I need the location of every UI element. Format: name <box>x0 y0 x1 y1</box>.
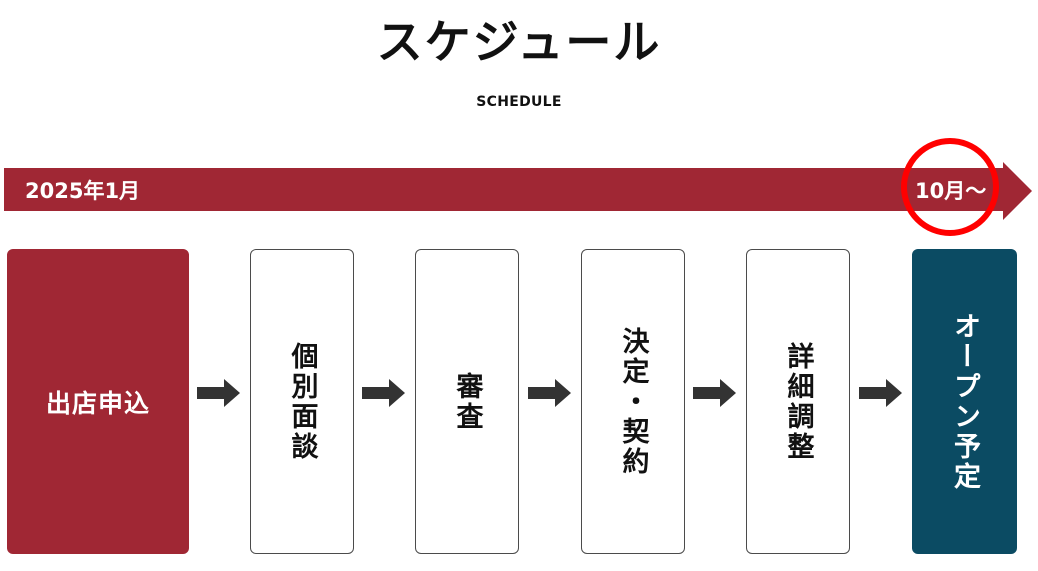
timeline-arrow-shape <box>4 162 1032 220</box>
step-label: 出店申込 <box>45 388 150 418</box>
step-interview: 個別面談 <box>250 249 354 554</box>
page-subtitle: SCHEDULE <box>476 94 562 110</box>
arrow-right-icon <box>362 379 405 407</box>
step-label: オープン予定 <box>949 311 980 492</box>
arrow-right-icon <box>859 379 902 407</box>
step-screening: 審査 <box>415 249 519 554</box>
arrow-right-icon <box>197 379 240 407</box>
step-label: 審査 <box>451 371 483 432</box>
step-label: 詳細調整 <box>782 341 814 462</box>
timeline-bar: 2025年1月 10月〜 <box>0 162 1034 220</box>
step-opening: オープン予定 <box>912 249 1017 554</box>
step-decision-contract: 決定・契約 <box>581 249 685 554</box>
step-application: 出店申込 <box>7 249 189 554</box>
step-adjustment: 詳細調整 <box>746 249 850 554</box>
highlight-circle <box>901 138 999 236</box>
step-label: 決定・契約 <box>617 326 649 477</box>
timeline-start-label: 2025年1月 <box>25 179 141 203</box>
step-label: 個別面談 <box>286 341 318 462</box>
arrow-right-icon <box>528 379 571 407</box>
arrow-right-icon <box>693 379 736 407</box>
page-title: スケジュール <box>376 15 662 69</box>
